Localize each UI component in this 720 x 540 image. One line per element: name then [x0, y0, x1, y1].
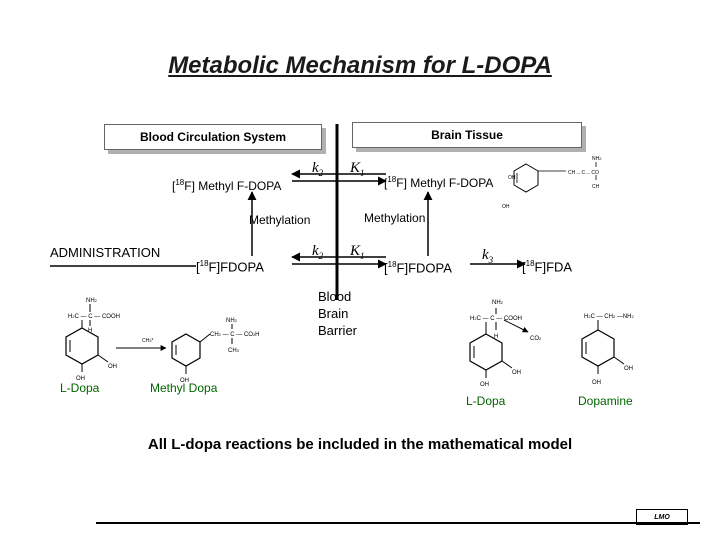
rate-K1-mid: K1 [350, 243, 365, 261]
methylation-small-arrow: CH3* [116, 338, 167, 351]
svg-text:OH: OH [508, 175, 516, 181]
svg-text:CO2: CO2 [530, 336, 542, 342]
svg-text:OH: OH [180, 378, 189, 384]
methylation-right-label: Methylation [364, 211, 426, 225]
dopamine-name: Dopamine [578, 394, 633, 408]
fdopa-blood: [18F]FDOPA [196, 259, 264, 275]
molecule-ldopa-right: NH2 H2C — C — COOH H CO2 OH OH [469, 300, 542, 388]
page-title: Metabolic Mechanism for L-DOPA [168, 52, 552, 79]
blood-circulation-header: Blood Circulation System [104, 124, 322, 150]
svg-text:CH3: CH3 [228, 348, 240, 354]
molecule-methyl-fdopa-small: NH2 OH OH CH — C — CO CH [502, 156, 602, 210]
methyl-fdopa-brain: [18F] Methyl F-DOPA [384, 175, 494, 190]
svg-text:OH: OH [624, 366, 633, 372]
ldopa-left-name: L-Dopa [60, 381, 100, 395]
molecule-methyl-dopa: NH2 CH2 — C — CO2H CH3 OH [171, 318, 260, 384]
methyl-fdopa-blood: [18F] Methyl F-DOPA [172, 178, 282, 193]
svg-text:CH — C — CO: CH — C — CO [568, 170, 599, 176]
bbb-line-3: Barrier [318, 323, 358, 338]
rate-k2-mid: k2 [312, 243, 324, 261]
conclusion-text: All L-dopa reactions be included in the … [147, 436, 573, 453]
molecule-ldopa-left: NH2 H2C — C — COOH H OH OH [65, 298, 120, 382]
rate-K1-top: K1 [350, 160, 365, 178]
rate-k2-top: k2 [312, 160, 324, 178]
methylation-left-label: Methylation [249, 213, 311, 227]
svg-text:NH2: NH2 [592, 156, 602, 162]
svg-text:H2C — C — COOH: H2C — C — COOH [470, 316, 522, 322]
svg-text:H: H [88, 328, 92, 334]
svg-text:OH: OH [480, 382, 489, 388]
svg-text:CH2 — C — CO2H: CH2 — C — CO2H [210, 332, 260, 338]
svg-text:CH: CH [592, 184, 600, 190]
brain-tissue-header: Brain Tissue [352, 122, 582, 148]
molecule-dopamine: H2C — CH2 —NH2 OH OH [581, 314, 635, 386]
methyl-dopa-name: Methyl Dopa [150, 381, 218, 395]
footer-badge: LMO [636, 509, 688, 525]
svg-text:OH: OH [108, 364, 117, 370]
blood-circulation-label: Blood Circulation System [139, 130, 287, 144]
bbb-line-2: Brain [318, 306, 349, 321]
fdopa-brain: [18F]FDOPA [384, 260, 452, 276]
svg-text:NH2: NH2 [86, 298, 98, 304]
svg-text:OH: OH [502, 204, 510, 210]
svg-text:CH3*: CH3* [142, 338, 153, 344]
administration-label: ADMINISTRATION [50, 245, 161, 260]
svg-text:H: H [494, 334, 498, 340]
brain-tissue-label: Brain Tissue [431, 128, 503, 142]
fda-brain: [18F]FDA [522, 259, 573, 275]
svg-text:OH: OH [76, 376, 85, 382]
ldopa-right-name: L-Dopa [466, 394, 506, 408]
svg-text:OH: OH [592, 380, 601, 386]
svg-text:H2C — C — COOH: H2C — C — COOH [68, 314, 120, 320]
blood-brain-barrier-label: Blood Brain Barrier [318, 288, 357, 339]
svg-text:OH: OH [512, 370, 521, 376]
rate-k3: k3 [482, 247, 494, 265]
svg-text:NH2: NH2 [226, 318, 238, 324]
svg-text:H2C — CH2 —NH2: H2C — CH2 —NH2 [584, 314, 635, 320]
svg-text:NH2: NH2 [492, 300, 504, 306]
bbb-line-1: Blood [318, 289, 352, 304]
